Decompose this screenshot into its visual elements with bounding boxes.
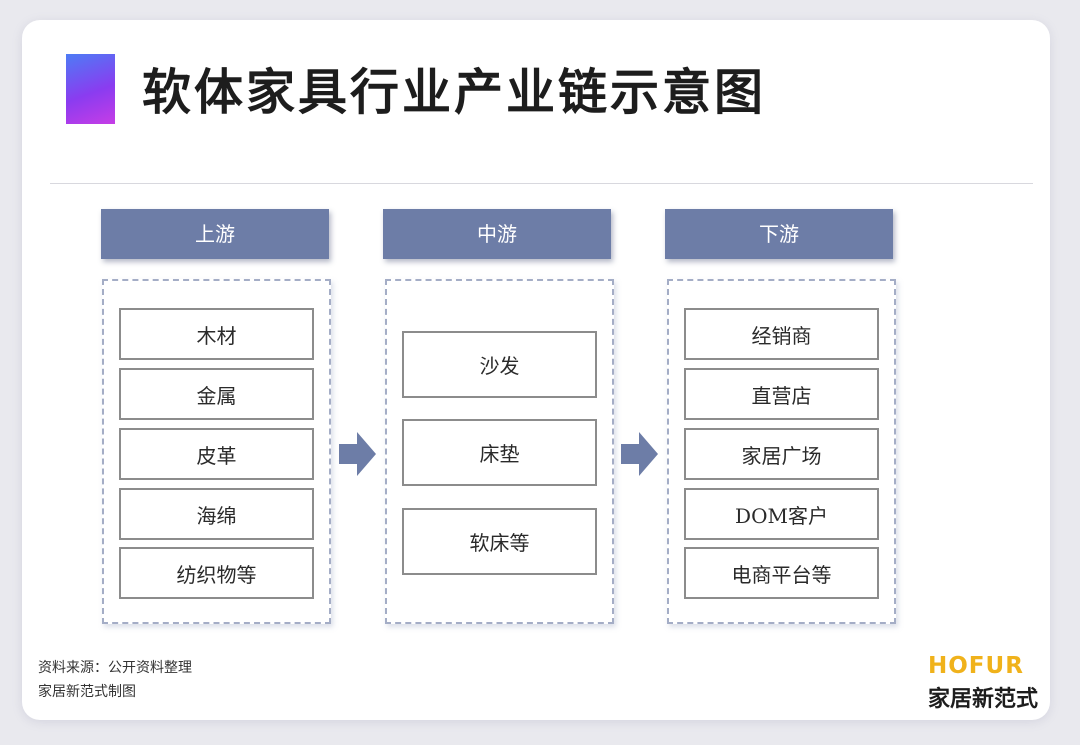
page-title: 软体家具行业产业链示意图 (142, 64, 767, 121)
brand-logo-en: HOFUR (928, 653, 1024, 679)
upstream-item: 海绵 (119, 488, 314, 540)
column-group-downstream (667, 279, 896, 624)
divider (50, 183, 1033, 184)
brand-logo-cn: 家居新范式 (928, 687, 1039, 712)
column-group-midstream (385, 279, 614, 624)
midstream-item: 床垫 (402, 419, 597, 486)
arrow-right-icon (339, 432, 376, 476)
upstream-item: 金属 (119, 368, 314, 420)
column-group-upstream (102, 279, 331, 624)
column-header-midstream: 中游 (383, 209, 611, 259)
downstream-item: 直营店 (684, 368, 879, 420)
midstream-item: 沙发 (402, 331, 597, 398)
downstream-item: 经销商 (684, 308, 879, 360)
title-accent-bar (66, 54, 115, 124)
downstream-item: 家居广场 (684, 428, 879, 480)
source-note: 资料来源：公开资料整理 (38, 660, 192, 676)
arrow-right-icon (621, 432, 658, 476)
downstream-item: 电商平台等 (684, 547, 879, 599)
downstream-item: DOM客户 (684, 488, 879, 540)
column-header-upstream: 上游 (101, 209, 329, 259)
upstream-item: 纺织物等 (119, 547, 314, 599)
upstream-item: 皮革 (119, 428, 314, 480)
credit-note: 家居新范式制图 (38, 684, 136, 700)
upstream-item: 木材 (119, 308, 314, 360)
column-header-downstream: 下游 (665, 209, 893, 259)
midstream-item: 软床等 (402, 508, 597, 575)
